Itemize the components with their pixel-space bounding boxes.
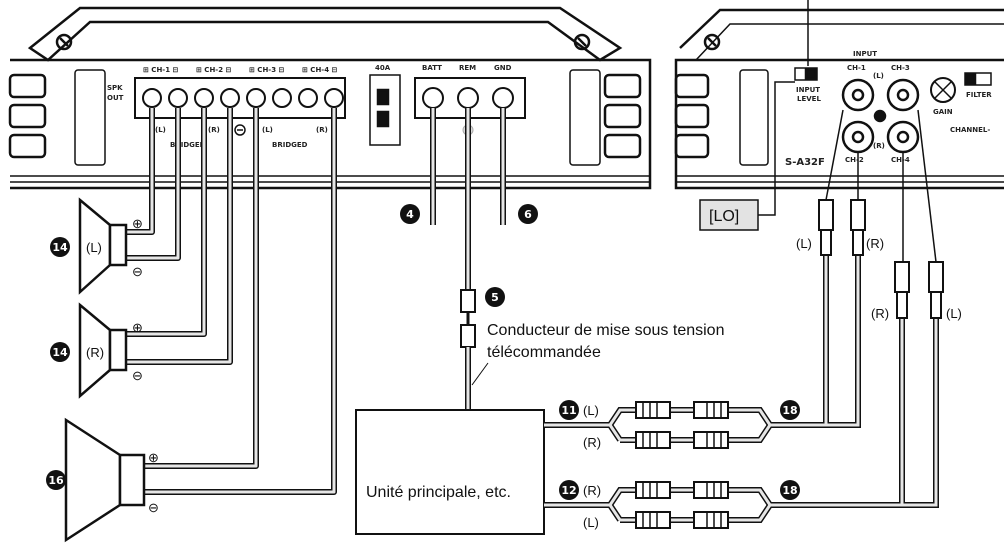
callout-batt: 4 [406,208,414,221]
power-terminals [422,87,514,109]
remote-text-line-2: télécommandée [487,344,601,361]
filter-label: FILTER [966,91,992,99]
gnd-label: GND [494,64,512,72]
sub-label-r1: (R) [208,126,220,134]
ch2-input-label: CH-2 [845,156,864,164]
callout-speaker-3: 16 [48,474,64,487]
minus-icon: ⊖ [148,500,159,515]
input-level-label-2: LEVEL [797,95,821,103]
speaker-1 [78,197,128,295]
minus-icon: ⊖ [132,264,143,279]
head-unit-box [355,409,545,535]
ch1-input-label: CH-1 [847,64,866,72]
callout-rca-front: 11 [561,404,576,417]
rca-rear-l: (L) [583,515,599,530]
screw-icon [573,33,591,51]
rca-cables [544,255,939,529]
callout-fuse-holder: 5 [491,291,499,304]
callout-gnd: 6 [524,208,532,221]
ch3-input-label: CH-3 [891,64,910,72]
screw-icon [55,33,73,51]
plug-label-a: (L) [796,236,812,251]
remote-text-line-1: Conducteur de mise sous tension [487,322,724,339]
ch4-input-label: CH-4 [891,156,910,164]
plus-icon: ⊕ [132,216,143,231]
channel-label: CHANNEL- [950,126,990,134]
bridged-label-1: BRIDGED [170,141,206,149]
rca-rear-r: (R) [583,483,601,498]
callout-rca-rear: 12 [561,484,576,497]
lo-label-box [699,199,759,231]
sub-label-r2: (R) [316,126,328,134]
plug-label-d: (L) [946,306,962,321]
screw-icon [234,124,246,136]
spk-out-label-1: SPK [107,84,123,92]
rca-jacks [841,78,920,154]
speaker-2-side: (R) [86,345,104,360]
gain-label: GAIN [933,108,953,116]
plug-label-b: (R) [866,236,884,251]
head-unit-label: Unité principale, etc. [366,484,511,501]
rca-plugs [818,109,944,319]
ch1-label: ⊞ CH-1 ⊟ [143,66,178,74]
plus-icon: ⊕ [148,450,159,465]
callout-badges: 14 14 16 4 6 5 10 11 12 18 18 [46,204,800,500]
power-wires [430,108,506,410]
ch3-label: ⊞ CH-3 ⊟ [249,66,284,74]
speaker-terminals [142,88,344,108]
right-amplifier [674,8,1004,190]
speaker-3 [64,417,146,543]
input-level-label-1: INPUT [796,86,820,94]
batt-label: BATT [422,64,442,72]
ch2-label: ⊞ CH-2 ⊟ [196,66,231,74]
rca-front-r: (R) [583,435,601,450]
input-title: INPUT [853,50,877,58]
callout-ext-1: 18 [782,404,797,417]
lo-label: [LO] [709,208,739,225]
rem-label: REM [459,64,476,72]
ch4-label: ⊞ CH-4 ⊟ [302,66,337,74]
fuse-label: 40A [375,64,391,72]
callout-ext-2: 18 [782,484,797,497]
spk-out-label-2: OUT [107,94,124,102]
plus-icon: ⊕ [132,320,143,335]
speaker-2 [78,302,128,399]
left-amplifier [8,6,652,190]
speaker-1-side: (L) [86,240,102,255]
bridged-label-2: BRIDGED [272,141,308,149]
callout-speaker-2: 14 [52,346,68,359]
callout-speaker-1: 14 [52,241,68,254]
plug-label-c: (R) [871,306,889,321]
sub-label-l2: (L) [262,126,273,134]
input-r-label: (R) [873,142,885,150]
model-label: S-A32F [785,157,825,168]
screw-icon [703,33,721,51]
input-l-label: (L) [873,72,884,80]
sub-label-l1: (L) [155,126,166,134]
speaker-wires [126,108,337,495]
rca-front-l: (L) [583,403,599,418]
minus-icon: ⊖ [132,368,143,383]
